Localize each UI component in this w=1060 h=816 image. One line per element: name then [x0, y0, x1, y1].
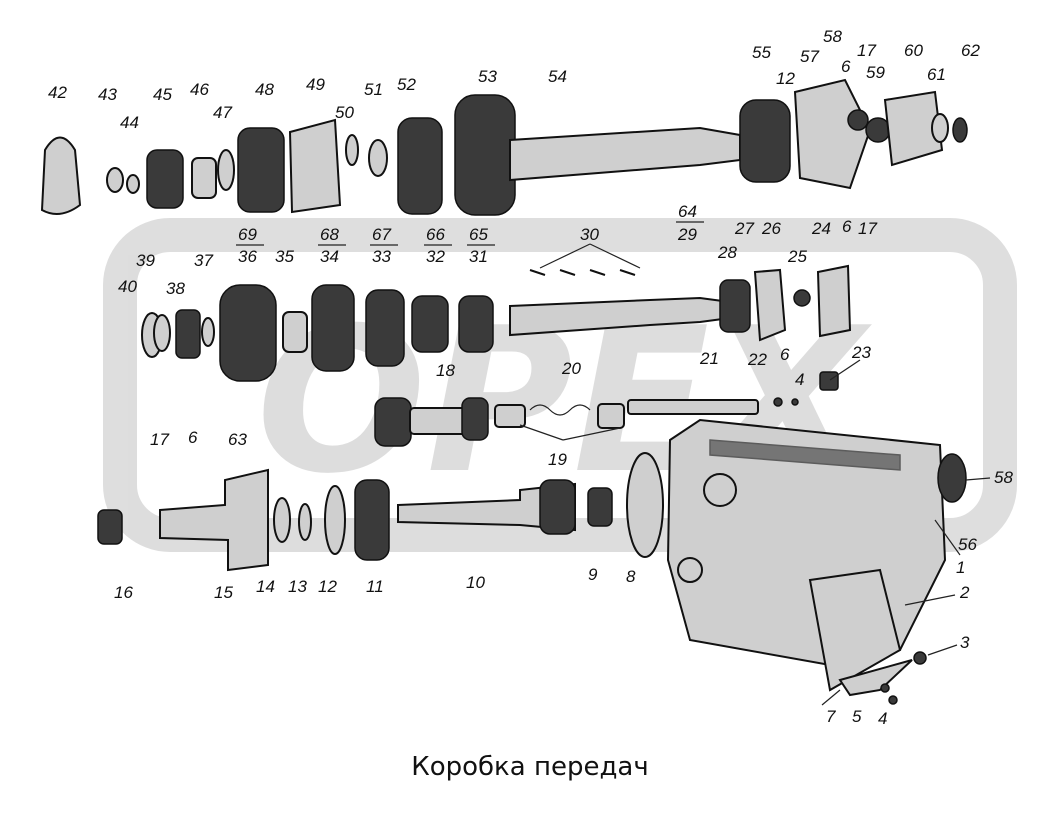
label-2: 2 — [959, 583, 970, 602]
label-3: 3 — [960, 633, 970, 652]
label-32: 32 — [426, 247, 445, 266]
label-58-top: 58 — [823, 27, 842, 46]
label-36: 36 — [238, 247, 257, 266]
label-12-top: 12 — [776, 69, 795, 88]
label-42: 42 — [48, 83, 67, 102]
label-63: 63 — [228, 430, 247, 449]
label-7: 7 — [826, 707, 836, 726]
label-28: 28 — [717, 243, 737, 262]
label-16: 16 — [114, 583, 133, 602]
label-12-bottom: 12 — [318, 577, 337, 596]
top-shaft-parts — [40, 78, 968, 216]
label-1: 1 — [956, 558, 965, 577]
label-11: 11 — [366, 577, 384, 596]
label-49: 49 — [306, 75, 325, 94]
label-22: 22 — [747, 350, 767, 369]
label-21: 21 — [699, 349, 719, 368]
label-38: 38 — [166, 279, 185, 298]
label-37: 37 — [194, 251, 213, 270]
label-33: 33 — [372, 247, 391, 266]
label-68: 68 — [320, 225, 339, 244]
label-29: 29 — [677, 225, 697, 244]
label-4-upper: 4 — [795, 370, 804, 389]
label-66: 66 — [426, 225, 445, 244]
label-58-right: 58 — [994, 468, 1013, 487]
label-50: 50 — [335, 103, 354, 122]
label-27: 27 — [734, 219, 754, 238]
label-43: 43 — [98, 85, 117, 104]
reverse-shaft-parts — [374, 371, 839, 447]
label-40: 40 — [118, 277, 137, 296]
label-64: 64 — [678, 202, 697, 221]
label-23: 23 — [851, 343, 871, 362]
leader-lines — [519, 243, 991, 706]
label-48: 48 — [255, 80, 274, 99]
input-shaft-parts — [97, 452, 664, 572]
label-17-left: 17 — [150, 430, 169, 449]
part-labels: 42 43 44 45 46 47 48 49 50 51 52 53 54 5… — [48, 27, 1013, 728]
label-24: 24 — [811, 219, 831, 238]
label-17-top: 17 — [857, 41, 876, 60]
fraction-bars — [236, 221, 704, 246]
label-4-lower: 4 — [878, 709, 887, 728]
label-17-mid: 17 — [858, 219, 877, 238]
label-10: 10 — [466, 573, 485, 592]
label-59: 59 — [866, 63, 885, 82]
label-60: 60 — [904, 41, 923, 60]
label-14: 14 — [256, 577, 275, 596]
label-8: 8 — [626, 567, 636, 586]
label-25: 25 — [787, 247, 807, 266]
label-18: 18 — [436, 361, 455, 380]
label-45: 45 — [153, 85, 172, 104]
label-46: 46 — [190, 80, 209, 99]
label-5: 5 — [852, 707, 862, 726]
label-51: 51 — [364, 80, 383, 99]
label-6-mid: 6 — [842, 217, 852, 236]
label-26: 26 — [761, 219, 781, 238]
label-44: 44 — [120, 113, 139, 132]
label-19: 19 — [548, 450, 567, 469]
label-52: 52 — [397, 75, 416, 94]
label-61: 61 — [927, 65, 946, 84]
label-62: 62 — [961, 41, 980, 60]
label-57: 57 — [800, 47, 819, 66]
label-53: 53 — [478, 67, 497, 86]
gearbox-housing — [666, 418, 967, 705]
label-6-lower: 6 — [780, 345, 790, 364]
label-13: 13 — [288, 577, 307, 596]
label-39: 39 — [136, 251, 155, 270]
label-54: 54 — [548, 67, 567, 86]
label-65: 65 — [469, 225, 488, 244]
label-47: 47 — [213, 103, 232, 122]
label-20: 20 — [561, 359, 581, 378]
label-34: 34 — [320, 247, 339, 266]
label-69: 69 — [238, 225, 257, 244]
label-31: 31 — [469, 247, 488, 266]
label-6-top: 6 — [841, 57, 851, 76]
label-30: 30 — [580, 225, 599, 244]
counter-shaft-parts — [141, 264, 852, 382]
label-67: 67 — [372, 225, 391, 244]
label-56: 56 — [958, 535, 977, 554]
label-6-left: 6 — [188, 428, 198, 447]
label-55: 55 — [752, 43, 771, 62]
diagram-caption: Коробка передач — [411, 752, 649, 782]
label-9: 9 — [588, 565, 598, 584]
label-15: 15 — [214, 583, 233, 602]
label-35: 35 — [275, 247, 294, 266]
